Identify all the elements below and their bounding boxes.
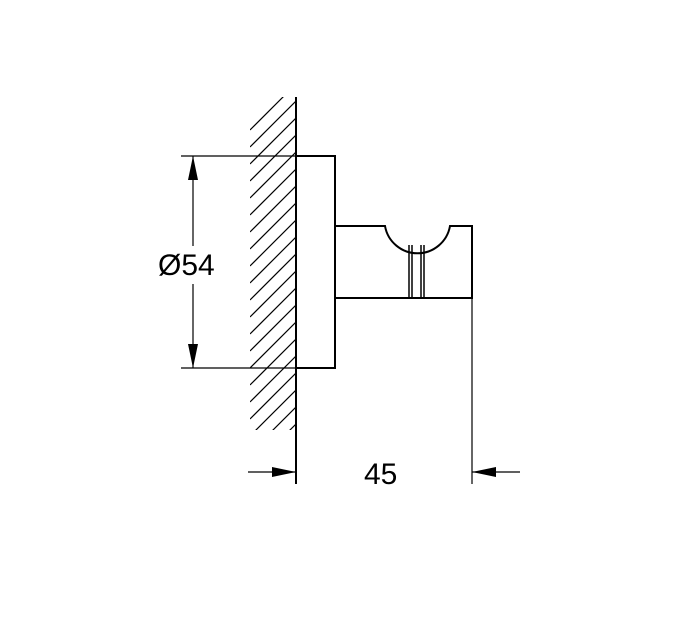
base-plate-outline: [296, 155, 336, 369]
arrow-up-icon: [188, 156, 198, 180]
arrow-left-icon: [472, 467, 496, 477]
hook-groove-lines: [408, 245, 425, 298]
arrow-right-icon: [272, 467, 296, 477]
projection-dimension: [248, 467, 520, 477]
projection-label: 45: [364, 458, 397, 491]
wall-hatching: [250, 97, 296, 430]
arrow-down-icon: [188, 344, 198, 368]
diameter-dimension: [181, 155, 296, 369]
hook-body-outline: [335, 225, 473, 299]
diameter-label: Ø54: [158, 249, 215, 282]
